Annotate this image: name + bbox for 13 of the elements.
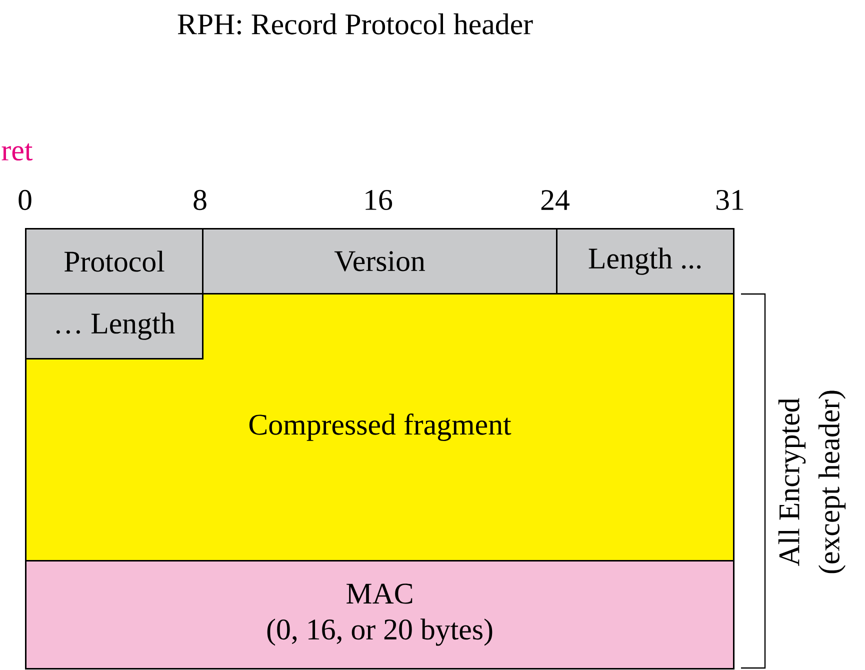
bit-number: 31 <box>716 190 744 210</box>
bit-number: 24 <box>541 190 570 210</box>
header-field: Length ... <box>556 228 734 294</box>
bit-number: 0 <box>18 190 32 210</box>
title: RPH: Record Protocol header <box>178 13 533 35</box>
header-field: Version <box>202 228 558 294</box>
bracket-label: (except header) <box>818 390 846 574</box>
mac-field: MAC (0, 16, or 20 bytes) <box>25 560 734 670</box>
bit-number: 8 <box>194 190 206 210</box>
header-field: … Length <box>25 293 204 360</box>
header-field: Protocol <box>25 228 204 294</box>
cut-off-text: ret <box>2 143 33 161</box>
bracket-label: All Encrypted <box>778 398 806 566</box>
